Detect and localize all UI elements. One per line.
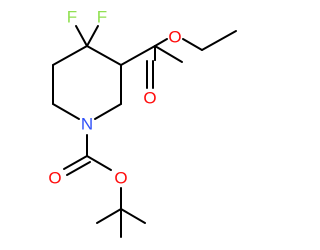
molecule-structure: F F N O O O O: [48, 7, 237, 238]
bond-c5-c4: [52, 45, 88, 66]
bond-ester-c-o: [154, 38, 168, 47]
fluorine-label-2: F: [97, 8, 107, 27]
ester-carbonyl-oxygen-label: O: [143, 89, 156, 108]
boc-carbonyl-oxygen-label: O: [48, 169, 61, 188]
ester-ether-oxygen-label: O: [168, 28, 181, 47]
fluorine-label-1: F: [67, 8, 77, 27]
bond-c3-ch2: [120, 45, 156, 66]
bond-carbamate-c-o-double-a: [63, 155, 88, 170]
atom-labels: F F N O O O O: [48, 8, 181, 188]
bond-carbamate-c-o-double-b: [66, 161, 91, 176]
bond-c4-f2: [86, 25, 99, 47]
bond-ethyl-ch2-ch3: [201, 30, 237, 51]
bond-n1-c6: [52, 103, 80, 120]
piperidine-ring: [52, 45, 122, 120]
bond-c2-n1: [94, 103, 122, 120]
ethyl-acetate-side-chain: [120, 30, 237, 89]
bond-c4-c3: [86, 45, 122, 66]
boc-group: [63, 134, 146, 238]
bond-o-ethyl-ch2: [182, 38, 203, 51]
bond-c4-f1: [75, 25, 88, 47]
bond-carbamate-c-o-single: [86, 155, 112, 171]
bond-tbutyl-methyl-1: [96, 208, 122, 224]
boc-ether-oxygen-label: O: [114, 169, 127, 188]
bond-tbutyl-methyl-2: [120, 208, 146, 224]
difluoro-group: [75, 25, 99, 47]
bond-ester-carbon-link: [154, 45, 183, 63]
ring-nitrogen-label: N: [81, 115, 93, 134]
